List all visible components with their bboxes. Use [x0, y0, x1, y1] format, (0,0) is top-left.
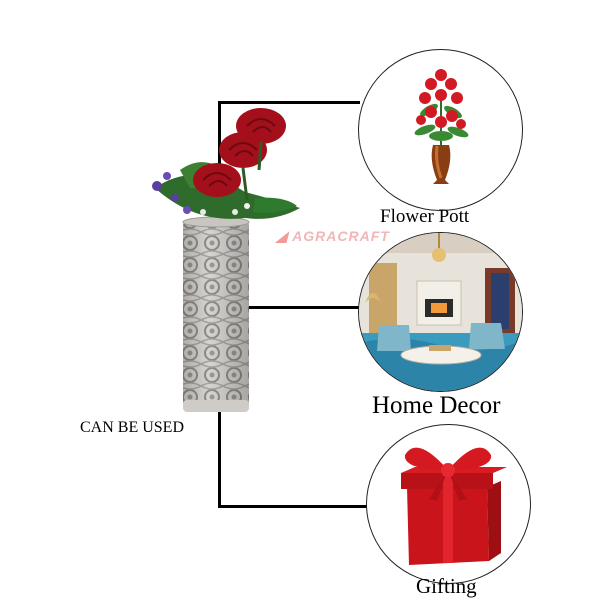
connector-bottom-horizontal: [218, 505, 368, 508]
gifting-caption: Gifting: [416, 574, 477, 598]
agracraft-watermark: ◢ AGRACRAFT: [276, 228, 390, 244]
usage-label: CAN BE USED: [80, 419, 185, 436]
gifting-circle: [366, 424, 531, 584]
living-room-illustration: [359, 233, 522, 391]
watermark-mark-icon: ◢: [276, 228, 288, 244]
connector-top-horizontal: [218, 101, 360, 104]
stone-vase-with-roses: [152, 108, 300, 412]
gift-box-illustration: [401, 447, 507, 565]
connector-bottom-vertical: [218, 412, 221, 508]
home-decor-circle: [358, 232, 523, 392]
home-decor-caption: Home Decor: [372, 392, 501, 419]
flower-pot-caption: Flower Pott: [380, 206, 470, 227]
flower-pot-circle: [358, 49, 523, 211]
connector-middle-horizontal: [246, 306, 360, 309]
flower-pot-illustration: [414, 69, 469, 184]
